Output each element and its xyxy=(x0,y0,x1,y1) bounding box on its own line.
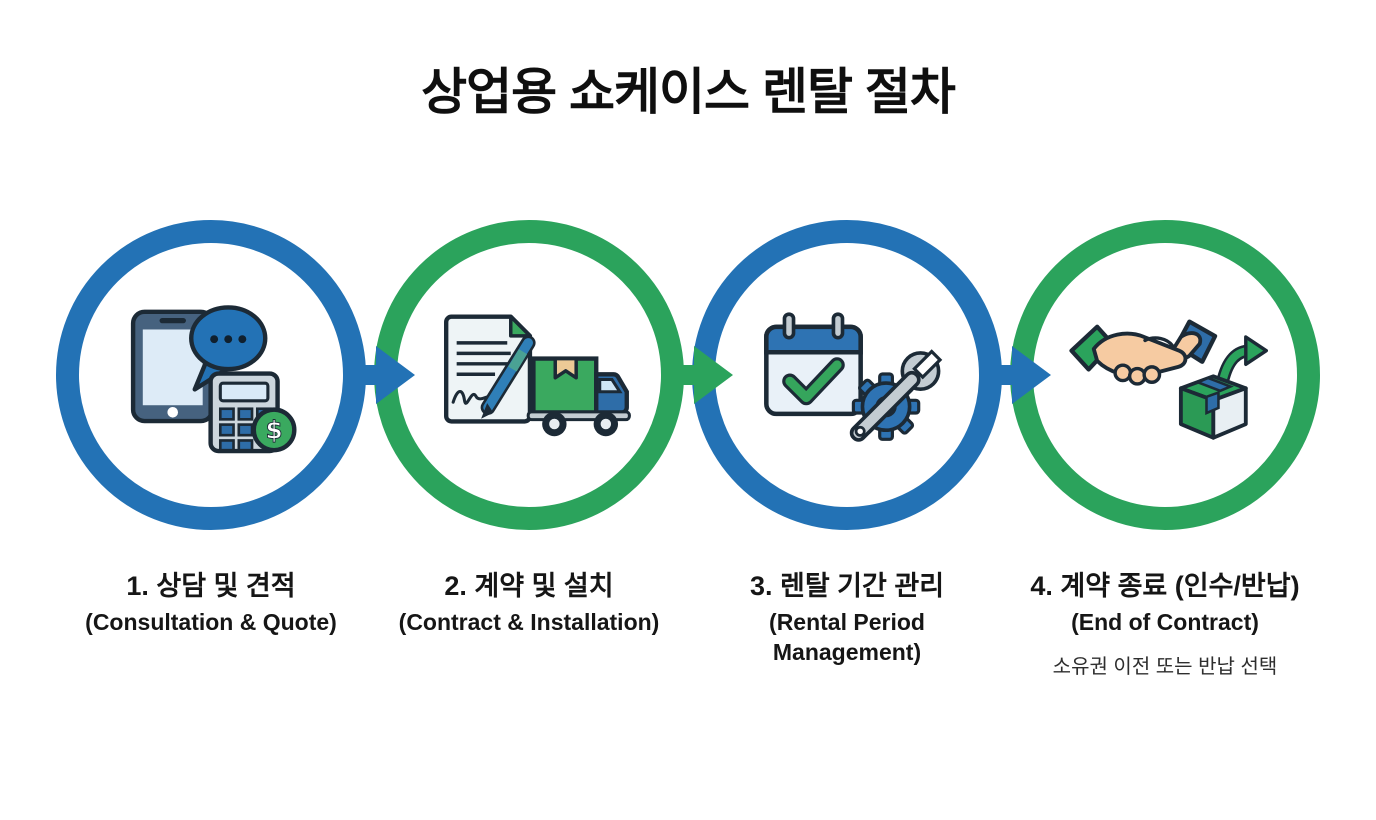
step-1-labels: 1. 상담 및 견적 (Consultation & Quote) xyxy=(46,564,376,638)
step-2: 2. 계약 및 설치 (Contract & Installation) xyxy=(374,220,684,679)
flow-arrow-1-icon xyxy=(343,346,415,404)
step-4-note: 소유권 이전 또는 반납 선택 xyxy=(1052,655,1278,678)
handshake-return-box-icon xyxy=(1068,319,1268,440)
step-4-labels: 4. 계약 종료 (인수/반납) (End of Contract) 소유권 이… xyxy=(1000,564,1330,679)
step-4-circle xyxy=(1010,220,1320,530)
step-3: 3. 렌탈 기간 관리 (Rental Period Management) xyxy=(692,220,1002,679)
step-1-title-ko: 1. 상담 및 견적 xyxy=(126,571,296,601)
step-1-title-en: (Consultation & Quote) xyxy=(85,609,337,635)
process-flow: $ 1. 상담 및 견적 (Consultation & Quote) xyxy=(56,220,1320,679)
step-4: 4. 계약 종료 (인수/반납) (End of Contract) 소유권 이… xyxy=(1010,220,1320,679)
step-2-title-ko: 2. 계약 및 설치 xyxy=(444,571,614,601)
flow-arrow-3-icon xyxy=(979,346,1051,404)
flow-arrow-2-icon xyxy=(661,346,733,404)
step-3-circle xyxy=(692,220,1002,530)
step-2-title-en: (Contract & Installation) xyxy=(398,609,660,635)
step-2-labels: 2. 계약 및 설치 (Contract & Installation) xyxy=(364,564,694,638)
step-3-title-en: (Rental Period Management) xyxy=(769,609,925,665)
step-1: $ 1. 상담 및 견적 (Consultation & Quote) xyxy=(56,220,366,679)
step-3-title-ko: 3. 렌탈 기간 관리 xyxy=(749,571,945,601)
contract-pen-delivery-truck-icon xyxy=(443,314,631,437)
page-title: 상업용 쇼케이스 렌탈 절차 xyxy=(421,64,956,120)
calendar-check-wrench-gear-icon xyxy=(763,311,942,442)
step-3-labels: 3. 렌탈 기간 관리 (Rental Period Management) xyxy=(682,564,1012,668)
step-2-circle xyxy=(374,220,684,530)
svg-text:$: $ xyxy=(265,415,282,444)
smartphone-chat-calculator-icon: $ xyxy=(130,304,297,453)
step-4-title-ko: 4. 계약 종료 (인수/반납) xyxy=(1030,571,1300,601)
step-4-title-en: (End of Contract) xyxy=(1071,609,1259,635)
step-1-circle: $ xyxy=(56,220,366,530)
